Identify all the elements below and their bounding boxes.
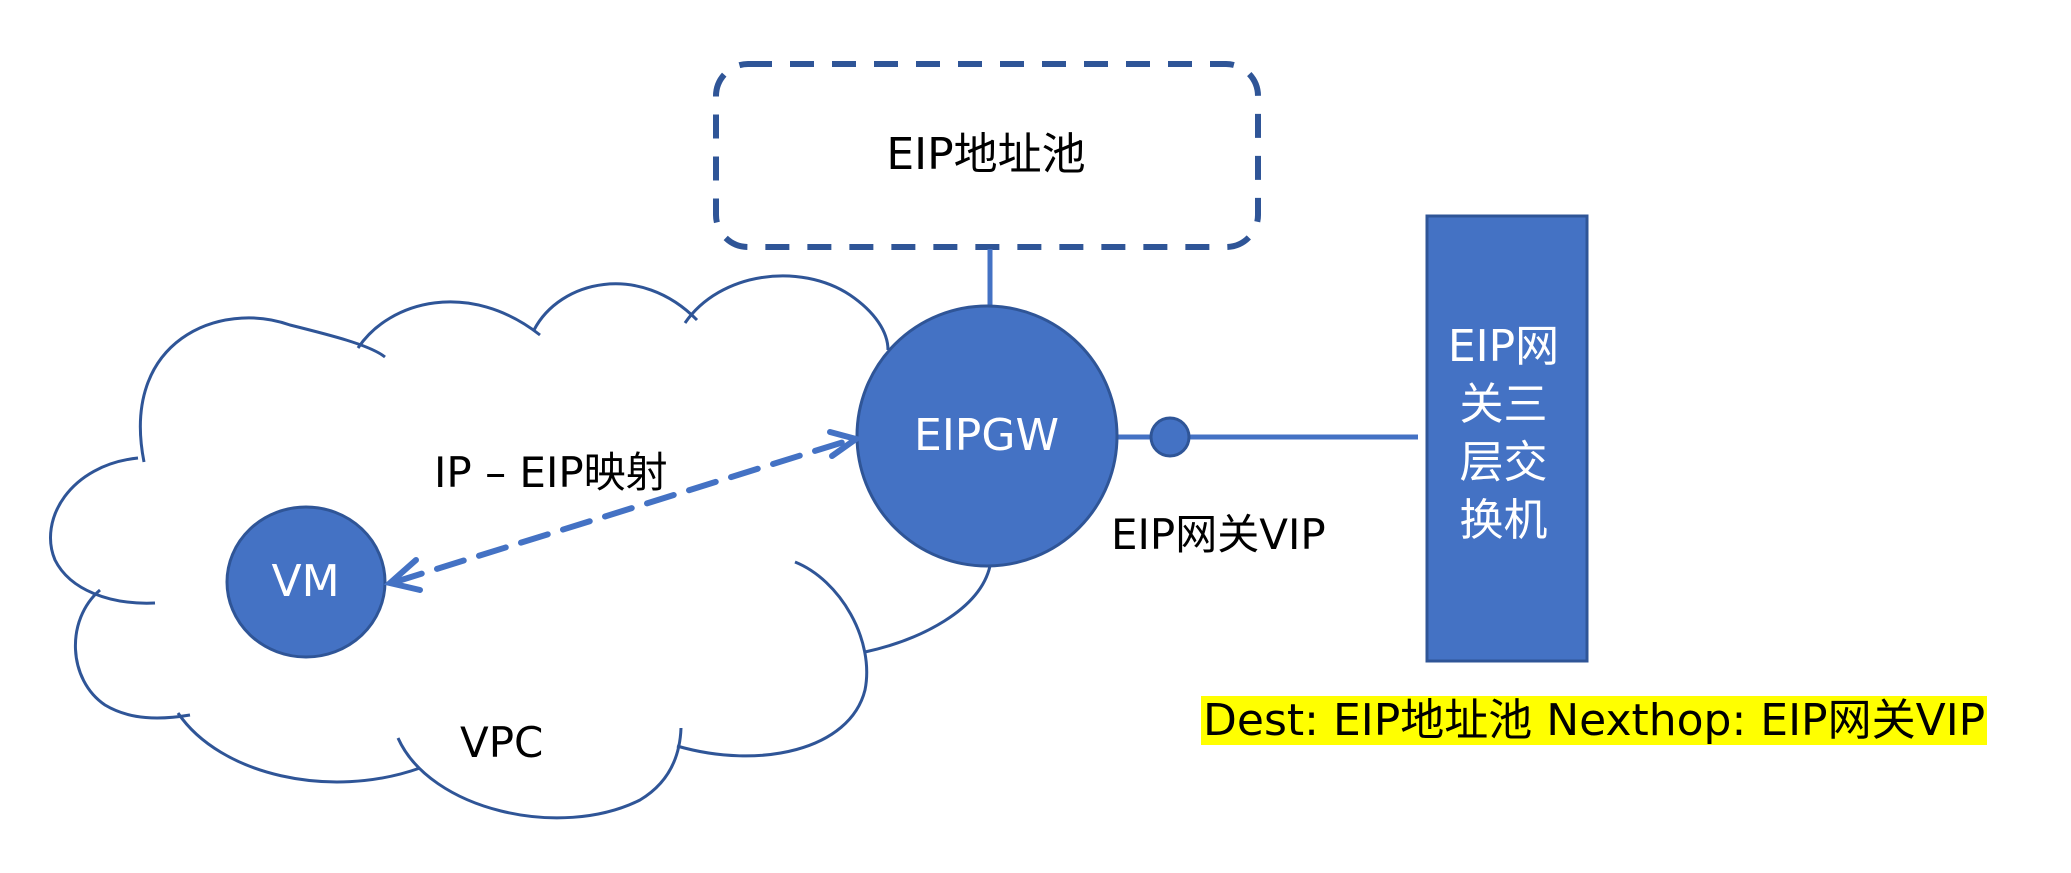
route-note: Dest: EIP地址池 Nexthop: EIP网关VIP [1201,694,1988,746]
eipgw-node[interactable] [855,304,1119,568]
l3-switch-label-line: EIP网 [1447,321,1560,372]
cloud-arc [356,300,541,349]
cloud-arc [676,560,869,758]
mapping-arrow-shaft [392,437,853,585]
cloud-arc [864,565,992,654]
l3-switch-label: EIP网 关三 层交 换机 [1418,318,1589,550]
vpc-cloud [49,274,992,820]
cloud-arc [396,727,683,820]
gateway-vip-label: EIP网关VIP [1111,510,1326,559]
cloud-arc [138,316,386,463]
cloud-arc [683,274,890,351]
ip-eip-mapping-arrow [383,429,863,593]
eip-address-pool-box [713,61,1261,250]
l3-switch-label-line: 层交 [1459,437,1548,488]
vm-node[interactable] [225,505,387,659]
cloud-arc [49,456,156,605]
gateway-vip-dot[interactable] [1149,416,1191,458]
eip-address-pool-label: EIP地址池 [886,128,1086,180]
l3-switch-node[interactable] [1425,214,1589,663]
vm-label: VM [271,556,340,607]
cloud-arc [176,712,421,784]
cloud-arc [73,588,191,720]
cloud-arc [532,282,699,331]
arrowhead-left-icon [383,557,423,593]
arrowhead-right-icon [827,429,863,459]
l3-switch-label-line: 关三 [1459,379,1548,430]
eipgw-label: EIPGW [914,409,1059,461]
vpc-label: VPC [460,718,544,767]
ip-eip-mapping-label: IP – EIP映射 [434,448,668,497]
l3-switch-label-line: 换机 [1459,495,1548,546]
